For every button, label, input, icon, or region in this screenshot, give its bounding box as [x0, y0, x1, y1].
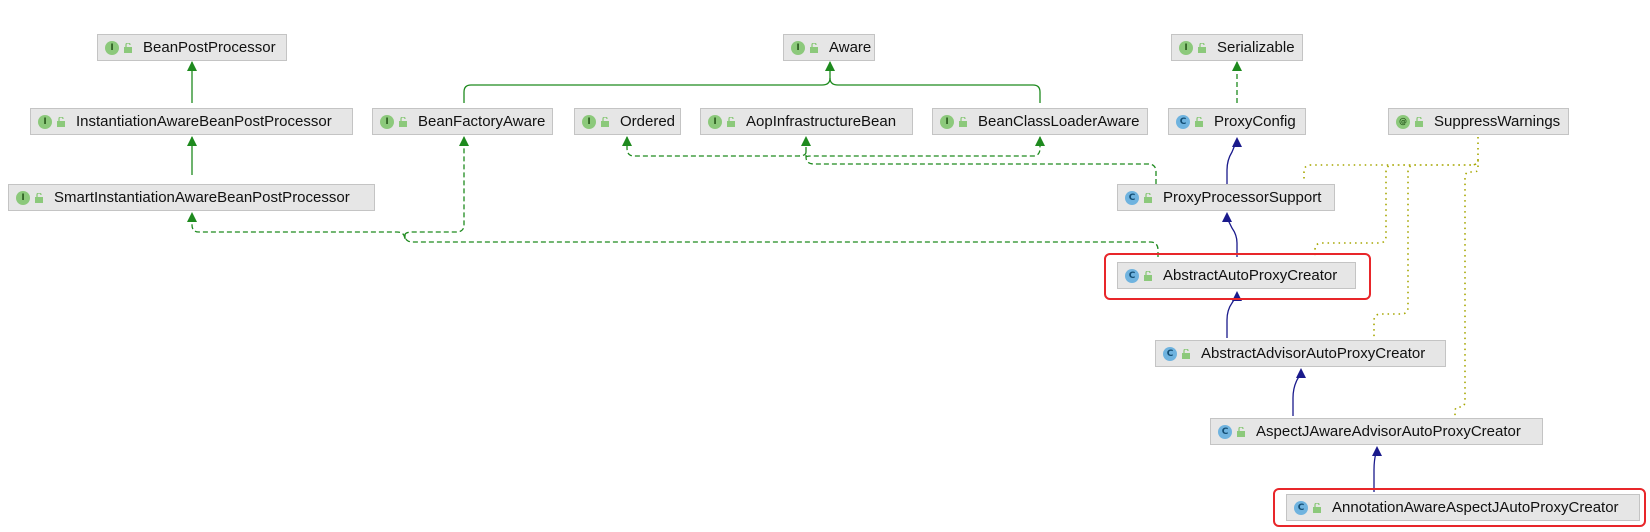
lock-icon: [810, 42, 818, 53]
node-proxy-config[interactable]: C ProxyConfig: [1168, 108, 1306, 135]
edge-bfa-aware: [463, 62, 831, 103]
node-suppress-warnings[interactable]: @ SuppressWarnings: [1388, 108, 1569, 135]
edge-aapc-pps: [1226, 217, 1238, 257]
node-label: AbstractAutoProxyCreator: [1163, 267, 1338, 284]
lock-icon: [57, 116, 65, 127]
lock-icon: [1313, 502, 1321, 513]
class-icon: C: [1176, 114, 1190, 129]
node-label: Serializable: [1217, 39, 1295, 56]
node-abstract-advisor-auto-proxy-creator[interactable]: C AbstractAdvisorAutoProxyCreator: [1155, 340, 1446, 367]
class-icon: C: [1294, 500, 1308, 515]
abstract-class-icon: C: [1125, 268, 1139, 283]
arrow-ordered: [622, 136, 632, 146]
interface-icon: I: [16, 190, 30, 205]
arrow-siabpp: [187, 212, 197, 222]
node-label: AnnotationAwareAspectJAutoProxyCreator: [1332, 499, 1619, 516]
interface-icon: I: [105, 40, 119, 55]
arrow-pps: [1222, 212, 1232, 222]
class-icon: C: [1125, 190, 1139, 205]
node-ordered[interactable]: I Ordered: [574, 108, 681, 135]
annotation-icon: @: [1396, 114, 1410, 129]
node-abstract-auto-proxy-creator[interactable]: C AbstractAutoProxyCreator: [1117, 262, 1356, 289]
edge-ajaapc-aaapc: [1292, 372, 1302, 416]
node-label: BeanPostProcessor: [143, 39, 276, 56]
node-label: InstantiationAwareBeanPostProcessor: [76, 113, 332, 130]
lock-icon: [1144, 270, 1152, 281]
arrow-serializable: [1232, 61, 1242, 71]
lock-icon: [124, 42, 132, 53]
node-label: BeanClassLoaderAware: [978, 113, 1140, 130]
interface-icon: I: [1179, 40, 1193, 55]
node-label: ProxyConfig: [1214, 113, 1296, 130]
lock-icon: [399, 116, 407, 127]
arrow-bpp: [187, 61, 197, 71]
interface-icon: I: [940, 114, 954, 129]
node-label: BeanFactoryAware: [418, 113, 546, 130]
edge-bcla-aware: [829, 77, 1041, 103]
lock-icon: [1415, 116, 1423, 127]
node-smart-instantiation-aware-bean-post-processor[interactable]: I SmartInstantiationAwareBeanPostProcess…: [8, 184, 375, 211]
arrow-proxyconfig: [1232, 137, 1242, 147]
node-bean-class-loader-aware[interactable]: I BeanClassLoaderAware: [932, 108, 1148, 135]
node-bean-factory-aware[interactable]: I BeanFactoryAware: [372, 108, 553, 135]
lock-icon: [601, 116, 609, 127]
node-bean-post-processor[interactable]: I BeanPostProcessor: [97, 34, 287, 61]
edge-aapc-siabpp-bfa: [191, 137, 1159, 257]
interface-icon: I: [708, 114, 722, 129]
lock-icon: [35, 192, 43, 203]
node-label: SuppressWarnings: [1434, 113, 1561, 130]
edge-pps-ordered-aib-bcla: [626, 137, 1157, 184]
class-icon: C: [1218, 424, 1232, 439]
highlight-aaajapc: [1273, 488, 1646, 527]
node-label: ProxyProcessorSupport: [1163, 189, 1322, 206]
node-annotation-aware-aspectj-auto-proxy-creator[interactable]: C AnnotationAwareAspectJAutoProxyCreator: [1286, 494, 1640, 521]
node-aop-infrastructure-bean[interactable]: I AopInfrastructureBean: [700, 108, 913, 135]
lock-icon: [727, 116, 735, 127]
arrow-aib: [801, 136, 811, 146]
node-serializable[interactable]: I Serializable: [1171, 34, 1303, 61]
node-label: Aware: [829, 39, 872, 56]
node-label: AopInfrastructureBean: [746, 113, 897, 130]
node-aware[interactable]: I Aware: [783, 34, 875, 61]
arrow-bcla: [1035, 136, 1045, 146]
interface-icon: I: [791, 40, 805, 55]
edge-aaapc-aapc: [1226, 294, 1238, 338]
node-instantiation-aware-bean-post-processor[interactable]: I InstantiationAwareBeanPostProcessor: [30, 108, 353, 135]
interface-icon: I: [582, 114, 596, 129]
lock-icon: [959, 116, 967, 127]
arrow-aaapc: [1296, 368, 1306, 378]
arrow-aware: [825, 61, 835, 71]
edge-pps-proxyconfig: [1226, 139, 1238, 184]
lock-icon: [1195, 116, 1203, 127]
lock-icon: [1237, 426, 1245, 437]
interface-icon: I: [38, 114, 52, 129]
interface-icon: I: [380, 114, 394, 129]
node-label: AspectJAwareAdvisorAutoProxyCreator: [1256, 423, 1521, 440]
node-label: AbstractAdvisorAutoProxyCreator: [1201, 345, 1426, 362]
arrow-bfa: [459, 136, 469, 146]
lock-icon: [1198, 42, 1206, 53]
node-label: SmartInstantiationAwareBeanPostProcessor: [54, 189, 350, 206]
highlight-aapc: [1104, 253, 1371, 300]
arrow-ajaapc: [1372, 446, 1382, 456]
edge-aaajapc-ajaapc: [1373, 450, 1378, 492]
lock-icon: [1144, 192, 1152, 203]
abstract-class-icon: C: [1163, 346, 1177, 361]
arrow-iabpp: [187, 136, 197, 146]
node-label: Ordered: [620, 113, 676, 130]
node-proxy-processor-support[interactable]: C ProxyProcessorSupport: [1117, 184, 1335, 211]
node-aspectj-aware-advisor-auto-proxy-creator[interactable]: C AspectJAwareAdvisorAutoProxyCreator: [1210, 418, 1543, 445]
lock-icon: [1182, 348, 1190, 359]
